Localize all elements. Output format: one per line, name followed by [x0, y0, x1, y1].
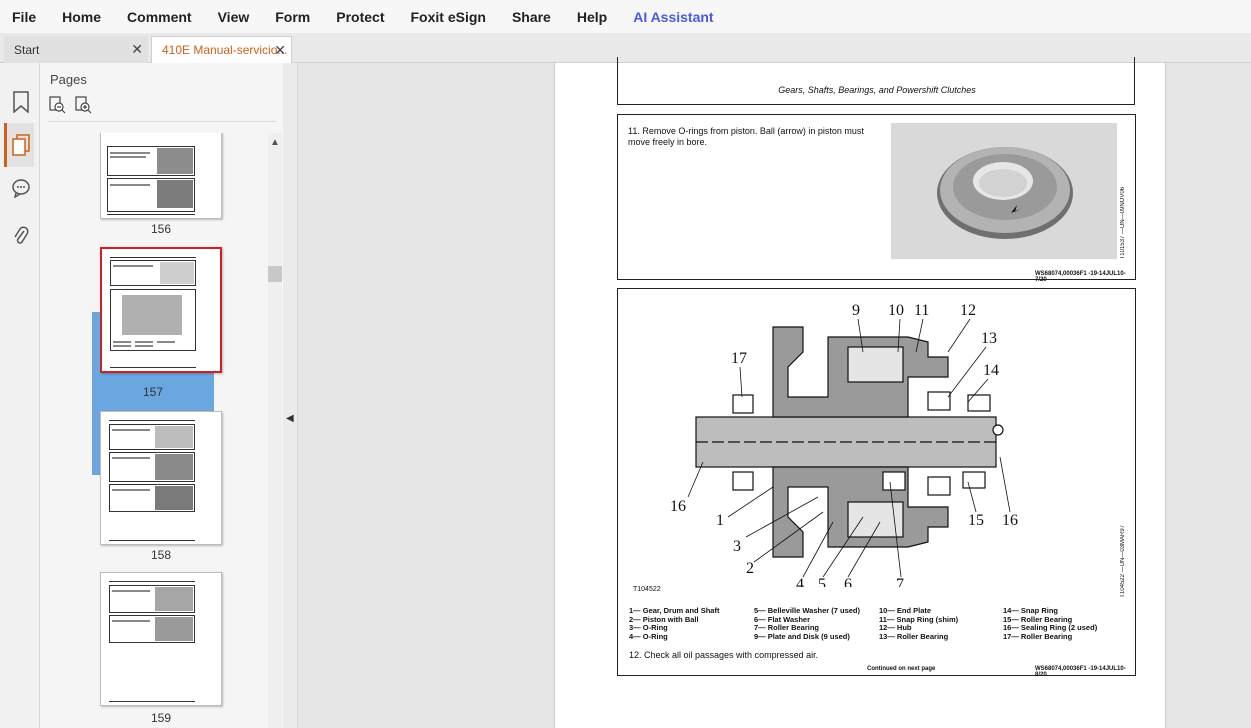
- legend-item: 15— Roller Bearing: [1003, 614, 1073, 624]
- menu-file[interactable]: File: [12, 8, 37, 25]
- panel-collapse-handle[interactable]: ◀: [283, 63, 298, 728]
- callout-12: 12: [960, 302, 976, 319]
- legend-item: 4— O-Ring: [629, 631, 668, 641]
- menu-protect[interactable]: Protect: [336, 8, 385, 25]
- thumbnail-label: 159: [150, 711, 172, 725]
- piston-image: [891, 123, 1117, 259]
- page-zoom-out-icon[interactable]: [48, 96, 66, 114]
- thumbnail-label: 157: [142, 385, 164, 399]
- callout-4: 4: [796, 576, 804, 587]
- legend-item: 13— Roller Bearing: [879, 631, 949, 641]
- menu-bar: File Home Comment View Form Protect Foxi…: [0, 0, 1251, 33]
- menu-form[interactable]: Form: [275, 8, 311, 25]
- tab-start[interactable]: Start ✕: [4, 36, 148, 63]
- scrollbar-thumb[interactable]: [268, 266, 282, 282]
- thumbnail-label: 158: [150, 548, 172, 562]
- pages-icon[interactable]: [4, 123, 34, 167]
- legend-item: 9— Plate and Disk (9 used): [754, 631, 850, 641]
- callout-16-left: 16: [670, 498, 686, 515]
- legend-item: 11— Snap Ring (shim): [879, 614, 959, 624]
- clutch-cross-section-diagram: 9 10 11 12 13 14 17 16 1 3 2 4 5 6 7 15: [670, 302, 1018, 587]
- menu-view[interactable]: View: [217, 8, 250, 25]
- bookmark-icon[interactable]: [6, 87, 36, 117]
- menu-ai-assistant[interactable]: AI Assistant: [633, 8, 714, 25]
- callout-10: 10: [888, 302, 904, 319]
- callout-5: 5: [818, 576, 826, 587]
- photo-code: T101537 —UN—09NOV06: [1120, 187, 1126, 260]
- comment-icon[interactable]: [6, 173, 36, 203]
- tab-start-label: Start: [14, 42, 40, 57]
- thumbnail-list: 156 157: [40, 133, 268, 728]
- section-footer-code: WS68074,00036F1 -19-14JUL10-8/20: [1035, 666, 1126, 678]
- menu-help[interactable]: Help: [576, 8, 608, 25]
- legend-item: 12— Hub: [879, 623, 912, 632]
- drawing-code: T104522: [633, 586, 661, 593]
- step-11-section: 11. Remove O-rings from piston. Ball (ar…: [617, 114, 1136, 283]
- page-thumbnail[interactable]: [100, 133, 222, 219]
- tab-document-label: 410E Manual-servicio...: [162, 43, 288, 57]
- legend-item: 16— Sealing Ring (2 used): [1003, 623, 1098, 632]
- callout-2: 2: [746, 560, 754, 577]
- callout-9: 9: [852, 302, 860, 319]
- callout-7: 7: [896, 576, 904, 587]
- legend-item: 3— O-Ring: [629, 623, 668, 632]
- close-icon[interactable]: ✕: [274, 42, 286, 58]
- legend-item: 14— Snap Ring: [1003, 606, 1059, 615]
- tab-document[interactable]: 410E Manual-servicio... ✕: [151, 36, 292, 63]
- callout-15: 15: [968, 512, 984, 529]
- collapse-arrow-icon[interactable]: ◀: [286, 413, 294, 424]
- pdf-page: Gears, Shafts, Bearings, and Powershift …: [554, 57, 1166, 728]
- panel-title: Pages: [50, 72, 87, 87]
- pages-panel: Pages 156: [40, 63, 283, 728]
- tab-bar: Start ✕ 410E Manual-servicio... ✕: [0, 33, 1251, 63]
- callout-16-right: 16: [1002, 512, 1018, 529]
- scroll-up-icon[interactable]: ▲: [270, 137, 280, 148]
- legend-item: 10— End Plate: [879, 606, 932, 615]
- callout-17: 17: [731, 350, 747, 367]
- callout-13: 13: [981, 330, 997, 347]
- page-header-title: Gears, Shafts, Bearings, and Powershift …: [778, 85, 976, 95]
- menu-home[interactable]: Home: [62, 8, 102, 25]
- legend-item: 7— Roller Bearing: [754, 623, 820, 632]
- legend-item: 1— Gear, Drum and Shaft: [629, 606, 720, 615]
- legend-item: 17— Roller Bearing: [1003, 631, 1073, 641]
- exploded-view-section: 9 10 11 12 13 14 17 16 1 3 2 4 5 6 7 15: [617, 288, 1136, 678]
- callout-1: 1: [716, 512, 724, 529]
- thumbnail-label: 156: [150, 222, 172, 236]
- parts-legend: 1— Gear, Drum and Shaft 5— Belleville Wa…: [629, 606, 1129, 641]
- menu-foxit-esign[interactable]: Foxit eSign: [410, 8, 486, 25]
- callout-14: 14: [983, 362, 999, 379]
- callout-11: 11: [914, 302, 929, 319]
- piston-photo: [891, 123, 1117, 259]
- document-view: Gears, Shafts, Bearings, and Powershift …: [298, 57, 1251, 728]
- legend-item: 2— Piston with Ball: [629, 614, 699, 624]
- section-footer-code: WS68074,00036F1 -19-14JUL10-7/20: [1035, 271, 1126, 283]
- step-11-text: 11. Remove O-rings from piston. Ball (ar…: [628, 126, 864, 147]
- thumbnail-scrollbar[interactable]: ▲: [268, 133, 282, 728]
- page-header-box: Gears, Shafts, Bearings, and Powershift …: [617, 57, 1135, 105]
- panel-divider: [48, 121, 276, 122]
- menu-comment[interactable]: Comment: [127, 8, 192, 25]
- panel-toolbar: [48, 96, 92, 114]
- close-icon[interactable]: ✕: [131, 41, 143, 57]
- continued-note: Continued on next page: [867, 666, 936, 672]
- callout-3: 3: [733, 538, 741, 555]
- drawing-side-code: T104522 —UN—03MAR97: [1120, 525, 1126, 598]
- attachment-icon[interactable]: [6, 221, 36, 251]
- page-thumbnail-selected[interactable]: [100, 247, 222, 373]
- legend-item: 5— Belleville Washer (7 used): [754, 606, 861, 615]
- page-zoom-in-icon[interactable]: [74, 96, 92, 114]
- page-thumbnail[interactable]: [100, 411, 222, 545]
- side-rail: [0, 63, 40, 728]
- callout-6: 6: [844, 576, 852, 587]
- page-thumbnail[interactable]: [100, 572, 222, 706]
- legend-item: 6— Flat Washer: [754, 614, 810, 624]
- menu-share[interactable]: Share: [511, 8, 551, 25]
- step-12-text: 12. Check all oil passages with compress…: [629, 650, 819, 660]
